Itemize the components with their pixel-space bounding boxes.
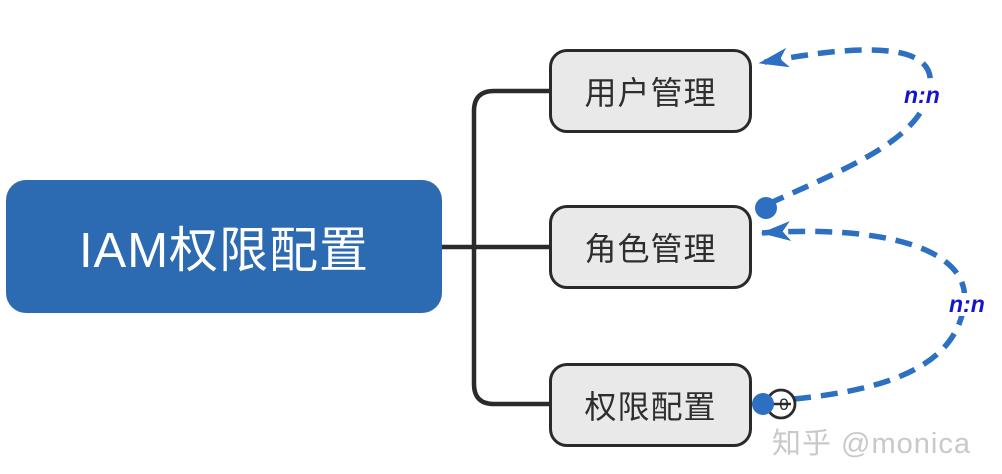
node-users[interactable]: 用户管理 xyxy=(549,49,752,133)
watermark: 知乎 @monica xyxy=(772,428,971,460)
relation-curve-perms-to-roles xyxy=(760,221,968,402)
relation-anchor-dot-roles xyxy=(755,197,777,219)
node-perms[interactable]: 权限配置 xyxy=(549,363,752,447)
node-root[interactable]: IAM权限配置 xyxy=(6,180,442,313)
relation-label-users-roles: n:n xyxy=(901,84,943,107)
relation-anchor-dot-perms xyxy=(752,393,774,415)
node-perms-label: 权限配置 xyxy=(584,389,717,425)
node-roles-label: 角色管理 xyxy=(584,231,717,267)
relation-label-roles-perms: n:n xyxy=(946,293,988,316)
connector-branch-rail xyxy=(471,88,552,407)
node-root-label: IAM权限配置 xyxy=(78,224,370,278)
node-users-label: 用户管理 xyxy=(584,75,717,111)
collapse-count-text: 0 xyxy=(779,395,788,414)
node-roles[interactable]: 角色管理 xyxy=(549,205,752,289)
relation-curve-roles-to-users xyxy=(758,47,933,207)
